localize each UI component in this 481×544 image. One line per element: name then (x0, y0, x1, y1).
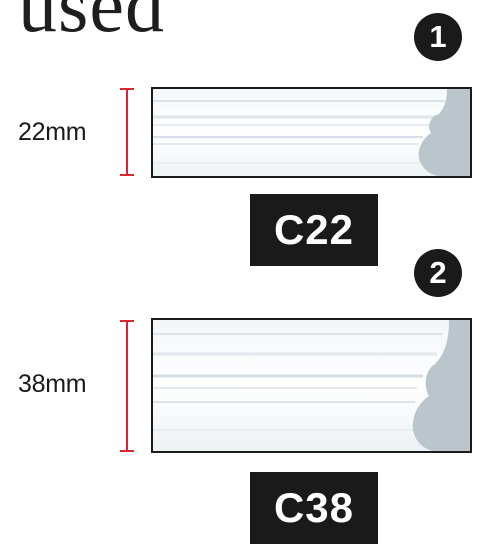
item-number-badge: 2 (414, 249, 462, 297)
dimension-label: 38mm (18, 370, 87, 398)
dimension-line (120, 88, 134, 176)
product-code: C22 (250, 194, 378, 266)
moulding-profile-image (151, 318, 472, 453)
dimension-label: 22mm (18, 118, 87, 146)
moulding-profile-image (151, 87, 472, 178)
page-heading: used (18, 0, 165, 48)
dimension-line (120, 320, 134, 452)
item-number-badge: 1 (414, 13, 462, 61)
product-code: C38 (250, 472, 378, 544)
